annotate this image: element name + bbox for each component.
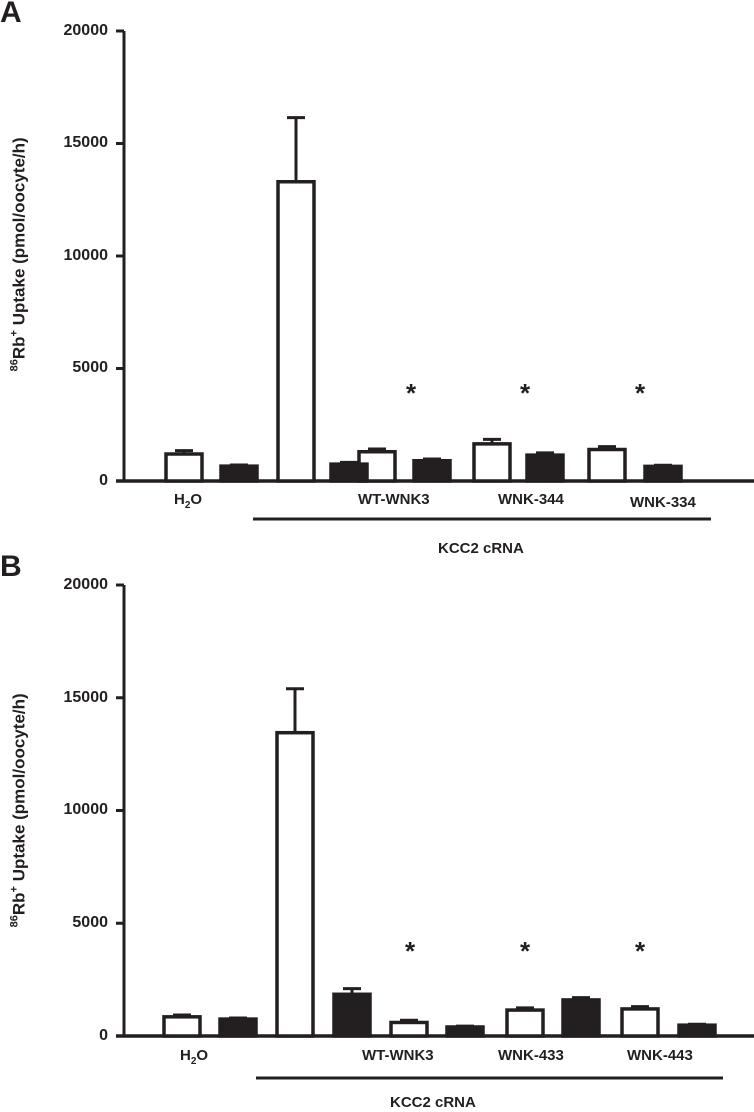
- panel-b-ytick-10000: 10000: [63, 801, 109, 818]
- panel-a-significance-star: *: [520, 378, 531, 408]
- panel-b-bar-h2o-filled: [218, 1017, 258, 1038]
- panel-b-label: B: [0, 550, 22, 583]
- panel-a-significance-star: *: [635, 378, 646, 408]
- panel-b-ytick-15000: 15000: [63, 689, 109, 706]
- panel-b-bar-kcc2-filled: [332, 992, 372, 1038]
- panel-b-significance-star: *: [635, 936, 646, 966]
- panel-a-bar-h2o-open: [164, 452, 204, 483]
- panel-b-ytick-5000: 5000: [72, 914, 108, 931]
- panel-b-bar-wt-wnk3-open: [389, 1020, 429, 1038]
- panel-b-bar-wnk-433-open: [505, 1008, 545, 1038]
- panel-a-label: A: [0, 0, 22, 29]
- panel-a-group-wt-wnk3: WT-WNK3: [358, 491, 430, 508]
- panel-a-ytick-0: 0: [99, 472, 108, 489]
- panel-a-bar-h2o-filled: [219, 464, 259, 483]
- panel-b-bracket-label: KCC2 cRNA: [390, 1094, 476, 1111]
- panel-b-significance-star: *: [520, 936, 531, 966]
- panel-a-significance-star: *: [406, 378, 417, 408]
- panel-a-bar-wt-wnk3-filled: [412, 459, 452, 483]
- panel-a-ytick-15000: 15000: [63, 134, 109, 151]
- panel-b-bar-wnk-443-open: [620, 1007, 660, 1038]
- panel-b-group-wt-wnk3: WT-WNK3: [362, 1047, 434, 1064]
- panel-b-group-wnk-443: WNK-443: [627, 1047, 693, 1064]
- panel-b-y-axis-title: 86Rb+ Uptake (pmol/oocyte/h): [8, 693, 29, 928]
- panel-a-bar-kcc2-open: [276, 180, 316, 483]
- panel-a-ytick-5000: 5000: [72, 359, 108, 376]
- panel-a-ytick-20000: 20000: [63, 22, 109, 39]
- panel-b-significance-star: *: [405, 936, 416, 966]
- panel-a-group-wnk-344: WNK-344: [498, 491, 564, 508]
- panel-a-bar-kcc2-filled: [329, 462, 369, 483]
- panel-b-bar-kcc2-open: [275, 730, 315, 1038]
- panel-a-group-h2o: H2O: [174, 491, 203, 511]
- panel-a-bar-wnk-344-open: [472, 442, 512, 483]
- panel-b-ytick-20000: 20000: [63, 576, 109, 593]
- panel-b-bar-wnk-433-filled: [561, 998, 601, 1038]
- panel-a-y-axis-title: 86Rb+ Uptake (pmol/oocyte/h): [8, 137, 29, 372]
- panel-a-group-wnk-334: WNK-334: [630, 494, 696, 511]
- panel-b-bar-h2o-open: [162, 1015, 202, 1038]
- panel-b-ytick-0: 0: [99, 1027, 108, 1044]
- panel-a-bar-wnk-334-open: [587, 447, 627, 483]
- panel-b-bar-wnk-443-filled: [677, 1023, 717, 1038]
- panel-b-group-h2o: H2O: [180, 1047, 209, 1067]
- panel-a-bar-wnk-344-filled: [525, 453, 565, 483]
- panel-a-ytick-10000: 10000: [63, 247, 109, 264]
- panel-a-bar-wnk-334-filled: [643, 464, 683, 483]
- panel-b-bar-wt-wnk3-filled: [445, 1025, 485, 1038]
- panel-a-bracket-label: KCC2 cRNA: [438, 540, 524, 557]
- panel-b-group-wnk-433: WNK-433: [498, 1047, 564, 1064]
